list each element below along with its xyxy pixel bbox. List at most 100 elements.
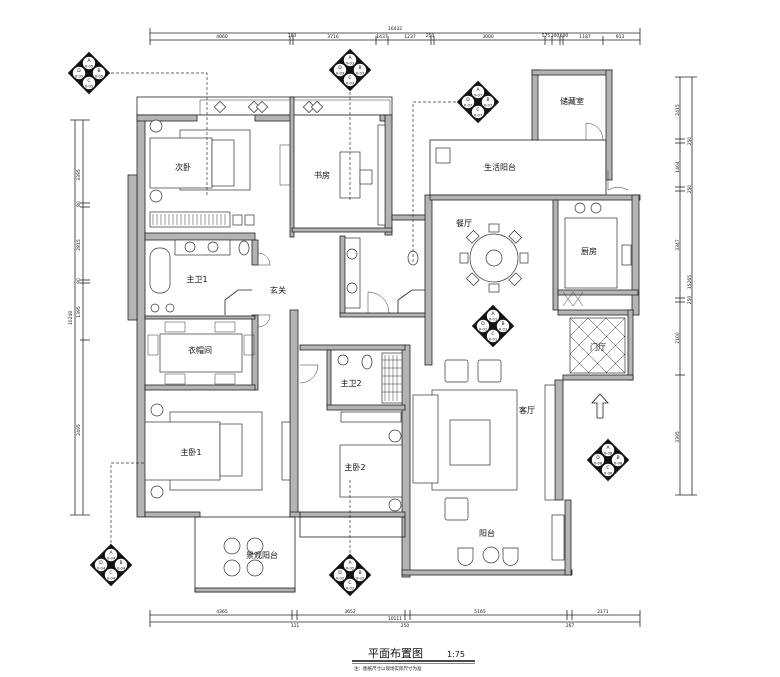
- marker-code: X-01: [489, 337, 498, 342]
- marker-circle: [471, 85, 485, 99]
- marker-circle: [72, 66, 86, 80]
- room-storage: 储藏室: [560, 96, 584, 106]
- room-master-bath-1: 主卫1: [186, 274, 207, 284]
- toilet: [238, 240, 250, 256]
- marker-circle: [104, 548, 118, 562]
- drawing-title: 平面布置图: [368, 647, 423, 660]
- dim-label: 3716: [327, 34, 339, 40]
- room-master-bath-2: 主卫2: [340, 378, 361, 388]
- dim-label: 250: [687, 185, 693, 194]
- dim-label: 1437: [376, 34, 388, 40]
- marker-circle: [343, 53, 357, 67]
- dining-chair: [488, 223, 500, 233]
- marker-code: X-03: [336, 71, 345, 76]
- marker-code: X-06: [594, 461, 603, 466]
- marker-code: X-04: [117, 566, 126, 571]
- marker-circle: [353, 63, 367, 77]
- wardrobe: [149, 211, 231, 228]
- marker-code: X-07: [484, 103, 493, 108]
- marker-code: X-06: [604, 471, 613, 476]
- marker-circle: [601, 463, 615, 477]
- marker-letter: B: [616, 455, 619, 461]
- dim-label: 111: [291, 623, 300, 629]
- dim-label: 1395: [76, 306, 82, 318]
- dim-label: 1404: [675, 161, 681, 173]
- dim-label: 3347: [675, 239, 681, 251]
- furniture: [144, 100, 632, 577]
- marker-letter: A: [606, 445, 610, 451]
- marker-circle: [82, 56, 96, 70]
- marker-circle: [114, 558, 128, 572]
- marker-letter: A: [87, 58, 91, 64]
- dim-label: 3395: [675, 431, 681, 443]
- marker-letter: D: [99, 560, 103, 566]
- marker-code: X-07: [464, 103, 473, 108]
- marker-circle: [333, 63, 347, 77]
- marker-letter: D: [481, 321, 485, 327]
- marker-diamond: [456, 80, 500, 124]
- kitchen-counter: [564, 217, 618, 289]
- marker-code: X-04: [107, 556, 116, 561]
- dim-label: 2495: [76, 424, 82, 436]
- marker-circle: [591, 453, 605, 467]
- marker-letter: A: [109, 550, 113, 556]
- marker-circle: [92, 66, 106, 80]
- dim-label: 250: [426, 33, 435, 39]
- marker-letter: D: [338, 65, 342, 71]
- marker-letter: C: [109, 570, 112, 576]
- marker-code: X-06: [604, 451, 613, 456]
- dim-label: 267: [566, 623, 575, 629]
- marker-letter: D: [466, 97, 470, 103]
- dim-label: 3652: [344, 609, 356, 615]
- dim-label: 90: [76, 278, 82, 284]
- room-walk-in-closet: 衣帽间: [188, 345, 212, 355]
- room-foyer: 玄关: [270, 285, 286, 295]
- marker-letter: B: [97, 68, 100, 74]
- marker-code: X-03: [356, 71, 365, 76]
- room-view-balcony: 景观阳台: [246, 550, 278, 560]
- right-dimension-chain: 2415 250 1404 250 3347 250 2100 3395 152…: [675, 76, 697, 496]
- dim-label: 250: [687, 296, 693, 305]
- dim-label: 250: [401, 623, 410, 629]
- dim-label: 180: [288, 33, 297, 39]
- marker-letter: C: [348, 75, 351, 81]
- dining-chair: [508, 272, 523, 287]
- dim-label: 600: [560, 33, 569, 39]
- marker-code: X-02: [346, 566, 355, 571]
- marker-letter: B: [358, 65, 361, 71]
- marker-diamond: [328, 48, 372, 92]
- dim-label: 913: [616, 34, 625, 40]
- marker-circle: [486, 309, 500, 323]
- marker-code: X-03: [346, 81, 355, 86]
- marker-circle: [343, 73, 357, 87]
- dining-chair: [508, 229, 523, 244]
- marker-code: X-07: [474, 93, 483, 98]
- marker-letter: C: [491, 331, 494, 337]
- marker-circle: [471, 105, 485, 119]
- marker-letter: D: [338, 570, 342, 576]
- marker-letter: A: [476, 87, 480, 93]
- room-master-bedroom-1: 主卧1: [180, 447, 201, 457]
- dim-label: 2815: [76, 239, 82, 251]
- dim-label: 1237: [404, 34, 416, 40]
- entrance-arrow-icon: [591, 393, 609, 419]
- marker-circle: [486, 329, 500, 343]
- dim-label: 250: [687, 137, 693, 146]
- dim-label: 300: [551, 33, 560, 39]
- marker-circle: [333, 568, 347, 582]
- marker-circle: [343, 578, 357, 592]
- marker-letter: D: [596, 455, 600, 461]
- bed: [339, 444, 403, 498]
- room-master-bedroom-2: 主卧2: [344, 462, 365, 472]
- marker-code: X-03: [346, 61, 355, 66]
- room-second-bedroom: 次卧: [175, 162, 191, 172]
- tv-cabinet: [544, 384, 556, 501]
- top-dimension-chain: 16432 4060 180 3716 1437 1237 250 3000 5…: [149, 26, 641, 45]
- marker-circle: [601, 443, 615, 457]
- marker-circle: [481, 95, 495, 109]
- bed: [144, 421, 221, 481]
